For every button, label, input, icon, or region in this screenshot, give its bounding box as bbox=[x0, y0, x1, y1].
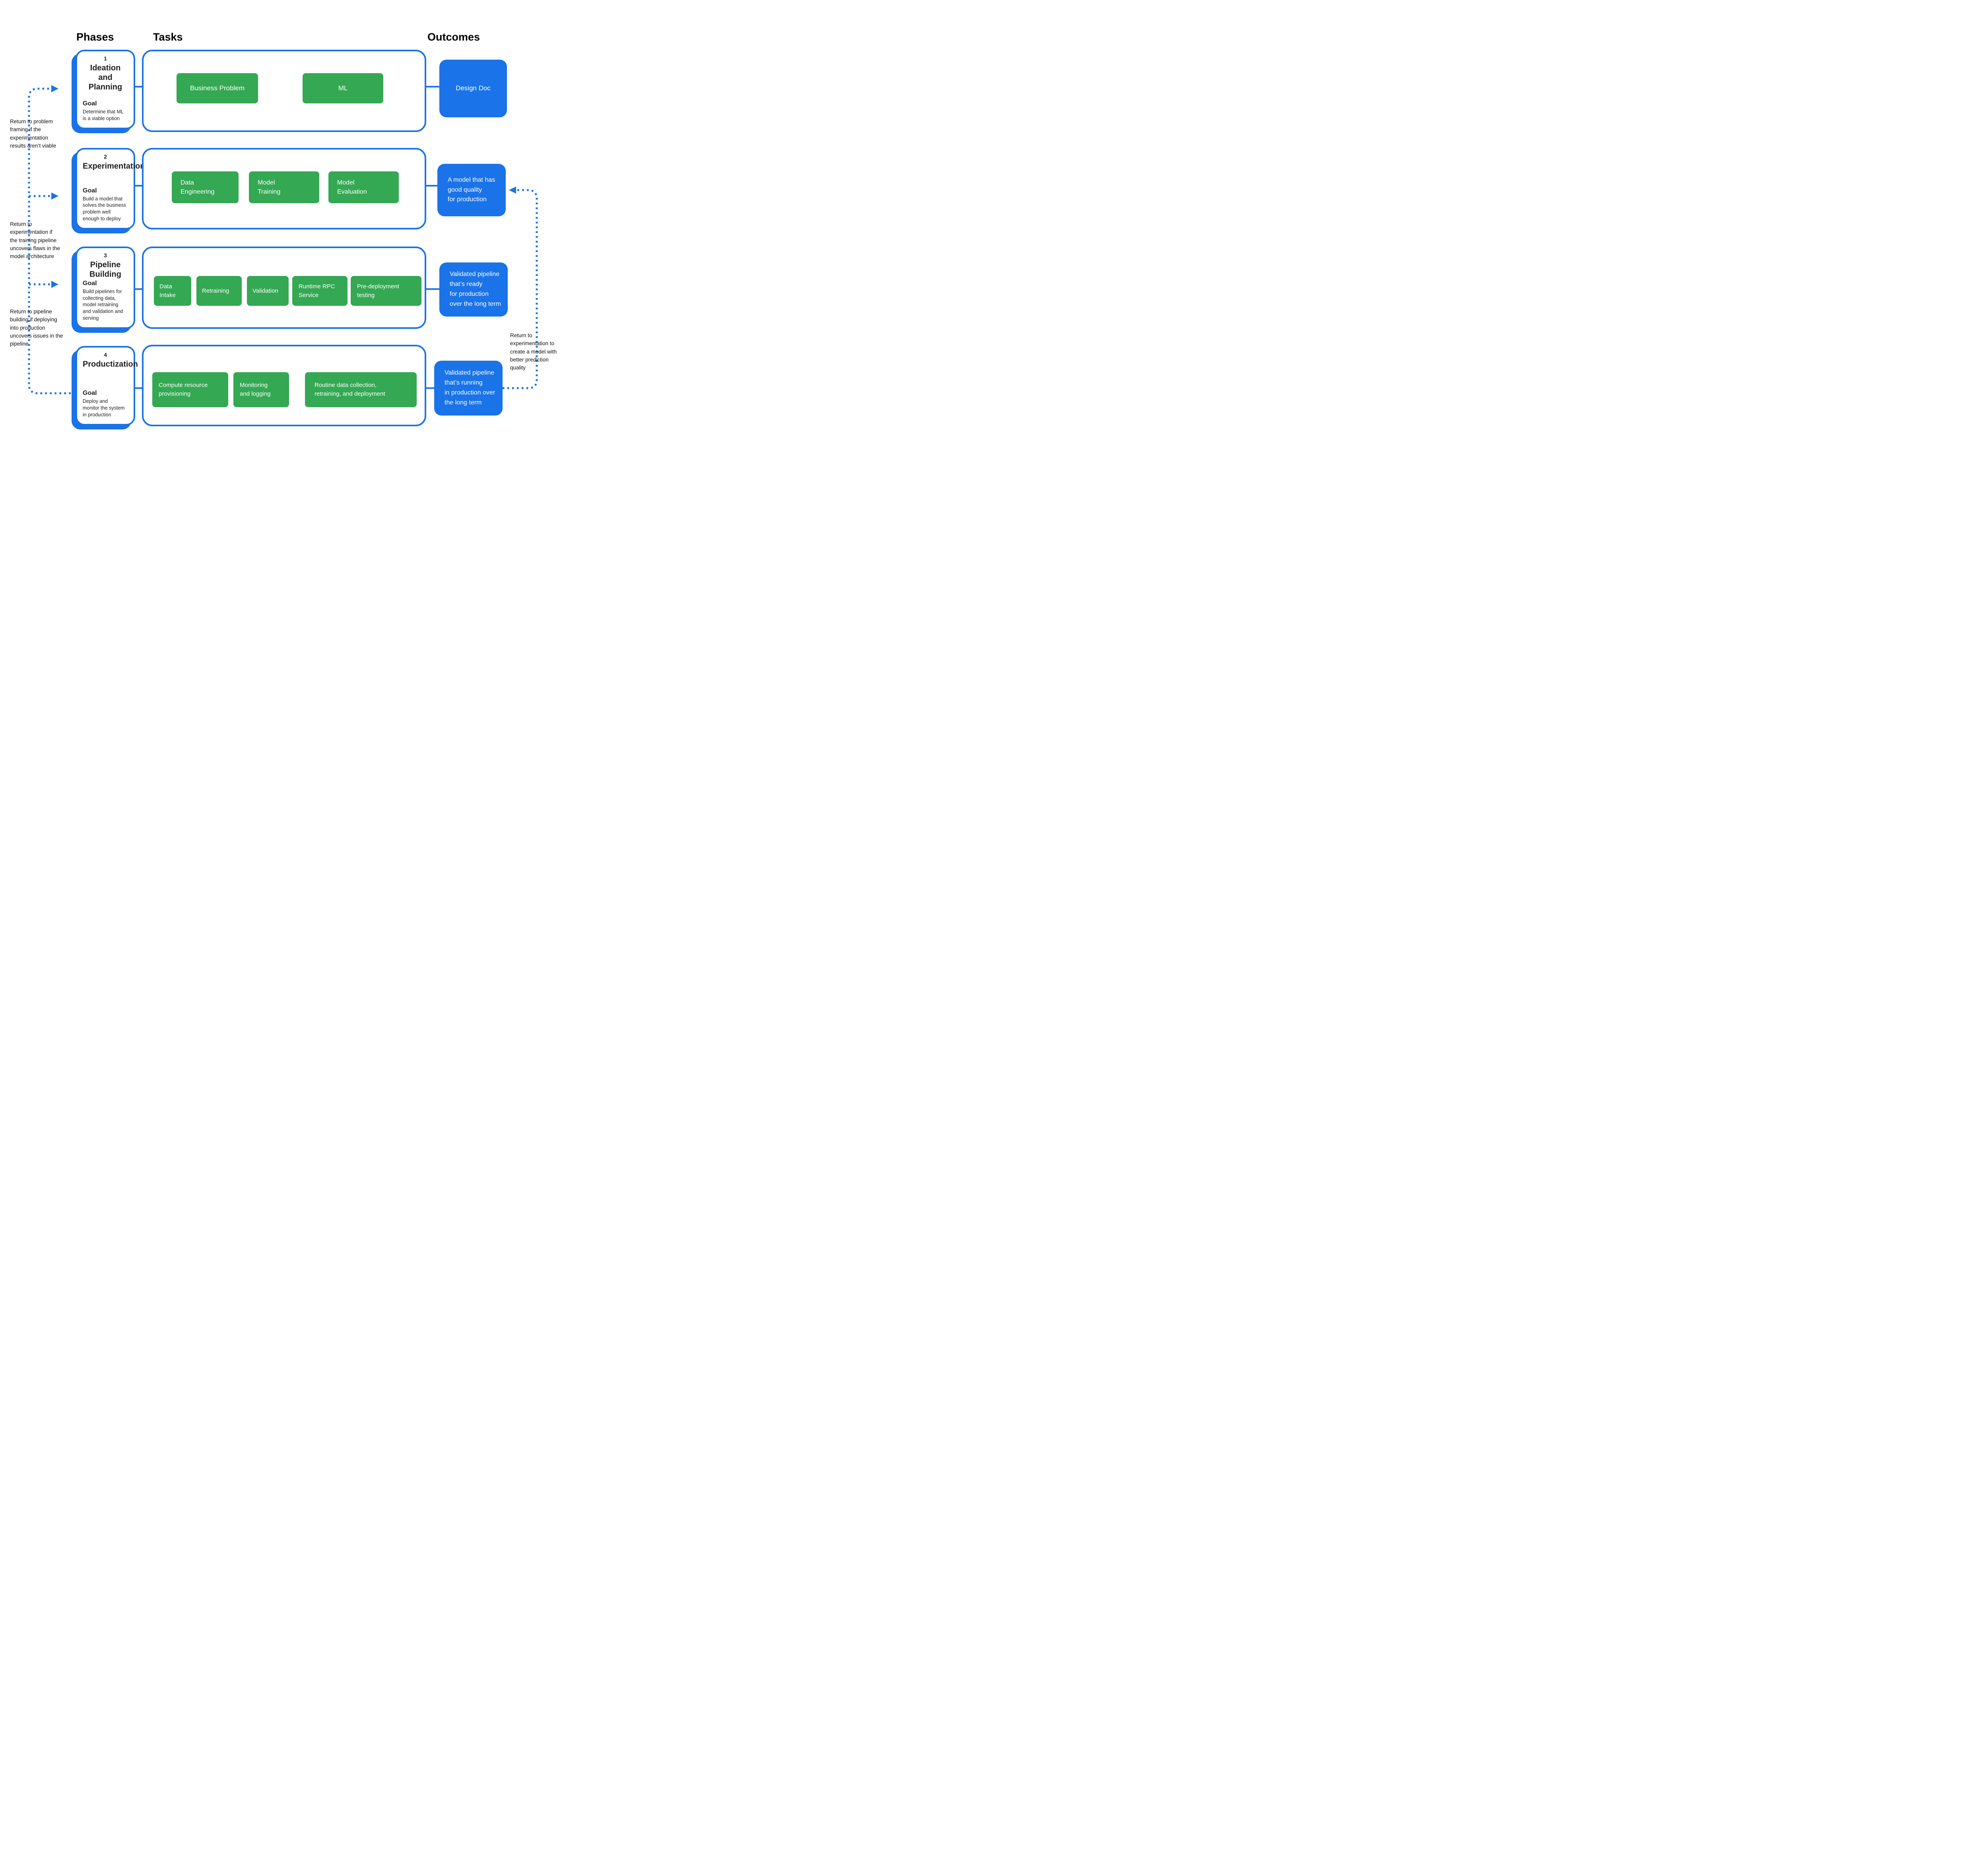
task-data-engineering: Data Engineering bbox=[172, 171, 239, 203]
phase-box-pipeline-building: 3 Pipeline Building Goal Build pipelines… bbox=[76, 247, 135, 329]
task-pre-deployment-testing: Pre-deployment testing bbox=[351, 276, 421, 306]
task-runtime-rpc-service: Runtime RPC Service bbox=[292, 276, 348, 306]
task-model-evaluation: Model Evaluation bbox=[328, 171, 399, 203]
task-container-ideation: Business Problem ML bbox=[142, 50, 426, 132]
phase-title: Experimentation bbox=[83, 162, 145, 171]
outcome-design-doc: Design Doc bbox=[439, 60, 507, 117]
phase-number: 4 bbox=[104, 352, 107, 358]
annotation-return-pipeline-building: Return to pipeline building if deploying… bbox=[10, 309, 63, 347]
phase-title: Ideation and Planning bbox=[88, 64, 122, 91]
goal-text: Build pipelines for collecting data, mod… bbox=[83, 288, 123, 321]
task-model-training: Model Training bbox=[249, 171, 319, 203]
task-container-productization: Compute resource provisioning Monitoring… bbox=[142, 345, 426, 426]
goal-text: Build a model that solves the business p… bbox=[83, 196, 126, 222]
task-monitoring-and-logging: Monitoring and logging bbox=[233, 372, 289, 407]
phase-box-experimentation: 2 Experimentation Goal Build a model tha… bbox=[76, 148, 145, 229]
phase-box-ideation-planning: 1 Ideation and Planning Goal Determine t… bbox=[76, 50, 135, 129]
phase-title: Productization bbox=[83, 360, 138, 369]
goal-label: Goal bbox=[83, 390, 97, 397]
annotation-return-problem-framing: Return to problem framing if the experim… bbox=[10, 118, 56, 149]
column-header-outcomes: Outcomes bbox=[427, 31, 480, 43]
goal-text: Determine that ML is a viable option bbox=[83, 109, 124, 122]
outcome-model-quality: A model that has good quality for produc… bbox=[437, 164, 506, 216]
task-routine-data-collection: Routine data collection, retraining, and… bbox=[305, 372, 417, 407]
outcome-pipeline-running: Validated pipeline that’s running in pro… bbox=[434, 361, 503, 416]
task-retraining: Retraining bbox=[196, 276, 242, 306]
task-container-experimentation: Data Engineering Model Training Model Ev… bbox=[142, 148, 426, 229]
phase-number: 1 bbox=[104, 55, 107, 62]
phase-title: Pipeline Building bbox=[89, 260, 121, 279]
column-header-phases: Phases bbox=[76, 31, 114, 43]
outcome-pipeline-ready: Validated pipeline that’s ready for prod… bbox=[439, 262, 508, 317]
phase-box-productization: 4 Productization Goal Deploy and monitor… bbox=[76, 346, 138, 425]
goal-text: Deploy and monitor the system in product… bbox=[83, 398, 125, 418]
phase-goal: Goal Build a model that solves the busin… bbox=[83, 187, 128, 223]
phase-goal: Goal Build pipelines for collecting data… bbox=[83, 280, 128, 322]
task-data-intake: Data Intake bbox=[154, 276, 191, 306]
annotation-return-experimentation: Return to experimentation if the trainin… bbox=[10, 221, 60, 259]
task-business-problem: Business Problem bbox=[177, 73, 258, 103]
goal-label: Goal bbox=[83, 187, 97, 194]
task-ml: ML bbox=[303, 73, 383, 103]
phase-goal: Goal Deploy and monitor the system in pr… bbox=[83, 390, 128, 418]
task-container-pipeline-building: Data Intake Retraining Validation Runtim… bbox=[142, 247, 426, 329]
phase-goal: Goal Determine that ML is a viable optio… bbox=[83, 100, 128, 122]
phase-number: 3 bbox=[104, 252, 107, 258]
task-validation: Validation bbox=[247, 276, 289, 306]
goal-label: Goal bbox=[83, 100, 97, 107]
ml-workflow-diagram: Phases Tasks Outcomes 1 Ideation and Pla… bbox=[0, 0, 564, 465]
column-header-tasks: Tasks bbox=[153, 31, 183, 43]
goal-label: Goal bbox=[83, 280, 97, 287]
task-compute-resource-provisioning: Compute resource provisioning bbox=[152, 372, 228, 407]
annotation-return-experimentation-quality: Return to experimentation to create a mo… bbox=[510, 332, 557, 371]
phase-number: 2 bbox=[104, 153, 107, 160]
